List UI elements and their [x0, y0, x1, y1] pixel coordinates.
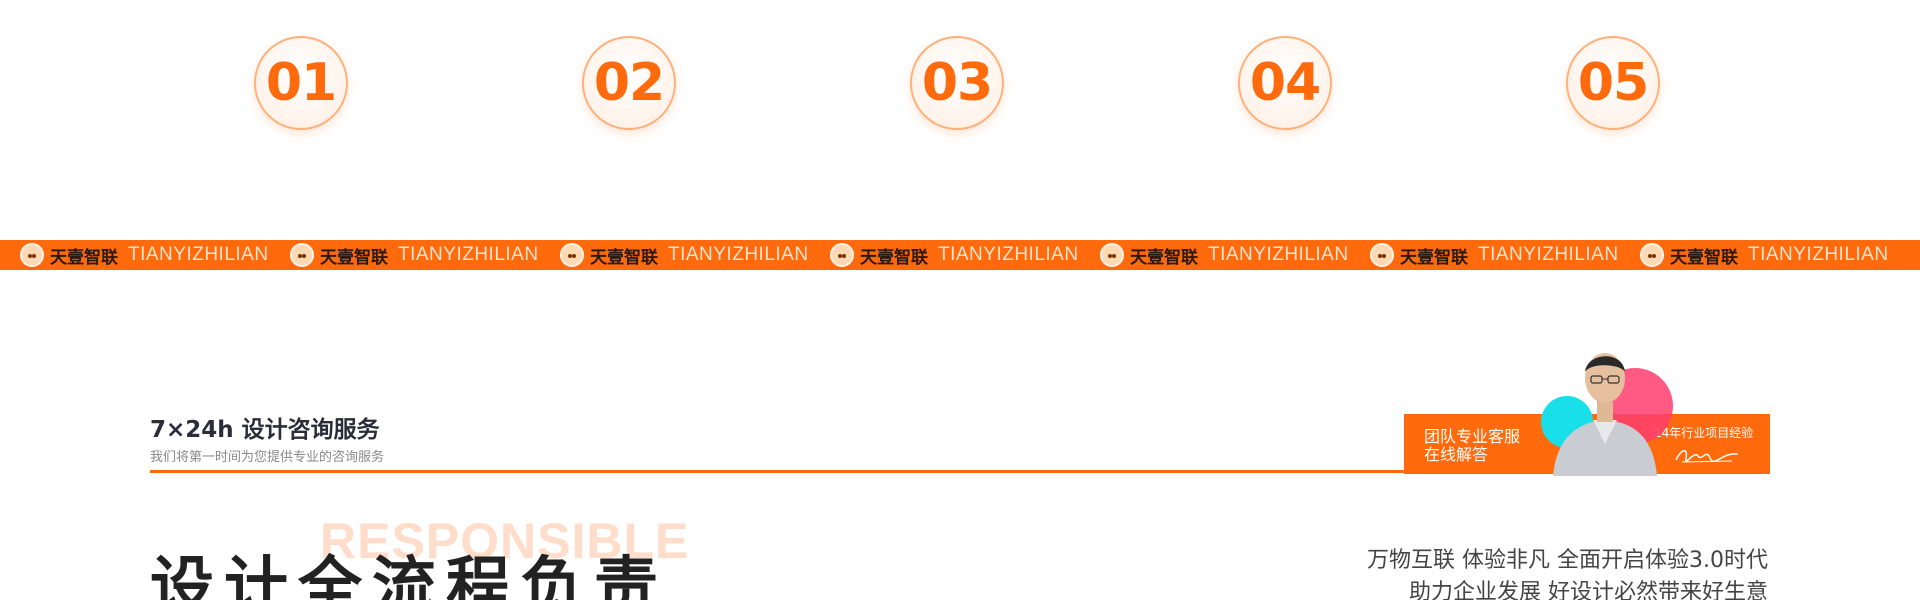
step-circle-5: 05 — [1566, 36, 1660, 130]
ribbon-unit: 天壹智联 TIANYIZHILIAN — [810, 243, 1080, 268]
ribbon-brand-cn: 天壹智联 — [590, 247, 658, 268]
brand-mascot-icon — [560, 243, 584, 267]
support-badge-text: 团队专业客服 在线解答 — [1424, 428, 1520, 464]
step-number: 04 — [1249, 53, 1321, 113]
background-word: RESPONSIBLE — [320, 513, 690, 569]
support-badge-line1: 团队专业客服 — [1424, 427, 1521, 446]
ribbon-unit: 天壹智联 TIANYIZHILIAN — [540, 243, 810, 268]
brand-mascot-icon — [290, 243, 314, 267]
ribbon-brand-en: TIANYIZHILIAN — [668, 244, 809, 265]
slogan-line-2: 助力企业发展 好设计必然带来好生意 — [1409, 580, 1768, 600]
brand-mascot-icon — [830, 243, 854, 267]
step-circles: 01 02 03 04 05 — [0, 0, 1920, 140]
brand-mascot-icon — [1100, 243, 1124, 267]
ribbon-brand-cn: 天壹智联 — [1400, 247, 1468, 268]
ribbon-brand-en: TIANYIZHILIAN — [938, 244, 1079, 265]
step-number: 05 — [1577, 53, 1649, 113]
ribbon-unit: 天壹智联 TIANYIZHILIAN — [1350, 243, 1620, 268]
step-number: 02 — [593, 53, 665, 113]
ribbon-unit: 天壹智联 TIANYIZHILIAN — [0, 243, 270, 268]
ribbon-brand-en: TIANYIZHILIAN — [128, 244, 269, 265]
ribbon-unit: 天壹智联 TIANYIZHILIAN — [1620, 243, 1890, 268]
ribbon-brand-cn: 天壹智联 — [1670, 247, 1738, 268]
brand-mascot-icon — [20, 243, 44, 267]
step-circle-4: 04 — [1238, 36, 1332, 130]
ribbon-unit: 天壹智联 TIANYIZHILIAN — [1080, 243, 1350, 268]
ribbon-brand-cn: 天壹智联 — [50, 247, 118, 268]
ribbon-brand-en: TIANYIZHILIAN — [1208, 244, 1349, 265]
ribbon-brand-cn: 天壹智联 — [1130, 247, 1198, 268]
brand-mascot-icon — [1370, 243, 1394, 267]
brand-ribbon: 天壹智联 TIANYIZHILIAN 天壹智联 TIANYIZHILIAN 天壹… — [0, 240, 1920, 270]
step-circle-3: 03 — [910, 36, 1004, 130]
section-headline: 设计全流程负责 — [150, 551, 668, 600]
step-circle-2: 02 — [582, 36, 676, 130]
step-circle-1: 01 — [254, 36, 348, 130]
ribbon-unit: 天壹智联 TIANYIZHILIAN — [270, 243, 540, 268]
ribbon-brand-en: TIANYIZHILIAN — [398, 244, 539, 265]
service-divider — [150, 470, 1770, 473]
brand-mascot-icon — [1640, 243, 1664, 267]
support-badge-line2: 在线解答 — [1424, 445, 1489, 464]
service-subtitle: 我们将第一时间为您提供专业的咨询服务 — [150, 450, 385, 465]
ribbon-brand-cn: 天壹智联 — [860, 247, 928, 268]
service-title: 7×24h 设计咨询服务 — [150, 417, 380, 443]
step-number: 03 — [921, 53, 993, 113]
consultant-photo — [1541, 353, 1673, 476]
ribbon-brand-en: TIANYIZHILIAN — [1748, 244, 1889, 265]
signature-icon — [1675, 450, 1739, 463]
ribbon-brand-cn: 天壹智联 — [320, 247, 388, 268]
slogan-line-1: 万物互联 体验非凡 全面开启体验3.0时代 — [1367, 548, 1768, 573]
step-number: 01 — [265, 53, 337, 113]
experience-label: 14年行业项目经验 — [1654, 426, 1754, 440]
ribbon-brand-en: TIANYIZHILIAN — [1478, 244, 1619, 265]
